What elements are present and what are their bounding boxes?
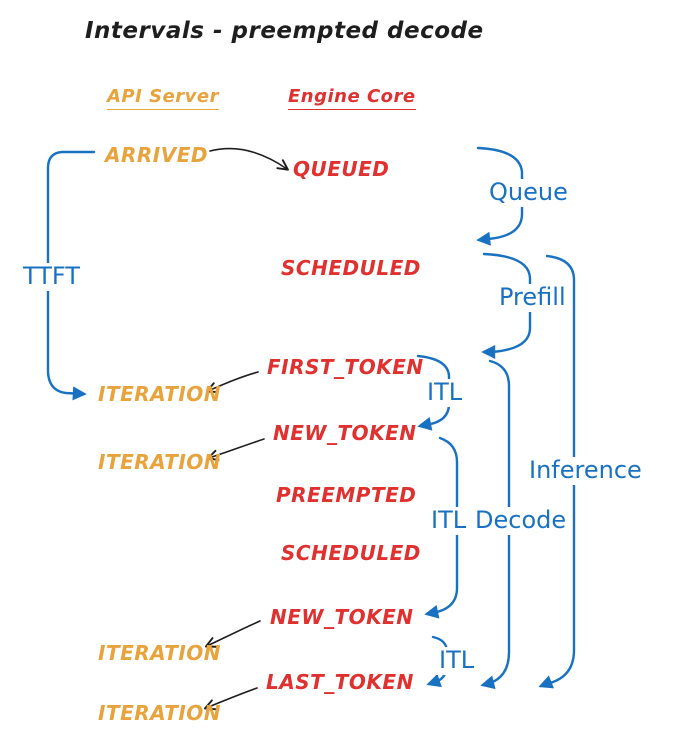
event-last-token: LAST_TOKEN — [266, 670, 414, 694]
event-scheduled-1: SCHEDULED — [281, 256, 421, 280]
column-header-engine-core: Engine Core — [288, 86, 416, 110]
event-preempted: PREEMPTED — [276, 483, 417, 507]
interval-label-itl-first: ITL — [424, 378, 466, 407]
diagram-title: Intervals - preempted decode — [85, 18, 484, 44]
column-header-api-server: API Server — [107, 86, 219, 110]
interval-label-prefill: Prefill — [496, 283, 569, 312]
bracket-prefill — [481, 252, 532, 359]
arrow-arrived-to-queued — [209, 147, 289, 171]
event-iteration-3: ITERATION — [98, 641, 222, 665]
arrow-new-token2-to-iteration — [204, 620, 261, 648]
arrow-last-token-to-iteration — [203, 687, 258, 711]
event-first-token: FIRST_TOKEN — [267, 355, 424, 379]
interval-label-itl-long: ITL — [428, 506, 470, 535]
bracket-itl-long — [424, 436, 459, 619]
event-scheduled-2: SCHEDULED — [281, 541, 421, 565]
bracket-queue — [476, 146, 524, 246]
interval-label-itl-last: ITL — [436, 646, 478, 675]
bracket-decode — [480, 359, 511, 690]
interval-label-decode: Decode — [472, 506, 570, 535]
bracket-inference — [538, 254, 576, 689]
event-new-token-2: NEW_TOKEN — [270, 605, 414, 629]
event-iteration-2: ITERATION — [98, 450, 222, 474]
arrow-first-token-to-iteration — [205, 371, 259, 393]
interval-label-inference: Inference — [526, 456, 645, 485]
interval-label-queue: Queue — [486, 178, 571, 207]
event-arrived: ARRIVED — [105, 143, 208, 167]
event-iteration-1: ITERATION — [98, 382, 222, 406]
interval-label-ttft: TTFT — [20, 262, 83, 291]
arrow-new-token-to-iteration — [206, 438, 265, 461]
event-new-token-1: NEW_TOKEN — [273, 421, 417, 445]
event-queued: QUEUED — [293, 157, 390, 181]
event-iteration-4: ITERATION — [98, 701, 222, 725]
